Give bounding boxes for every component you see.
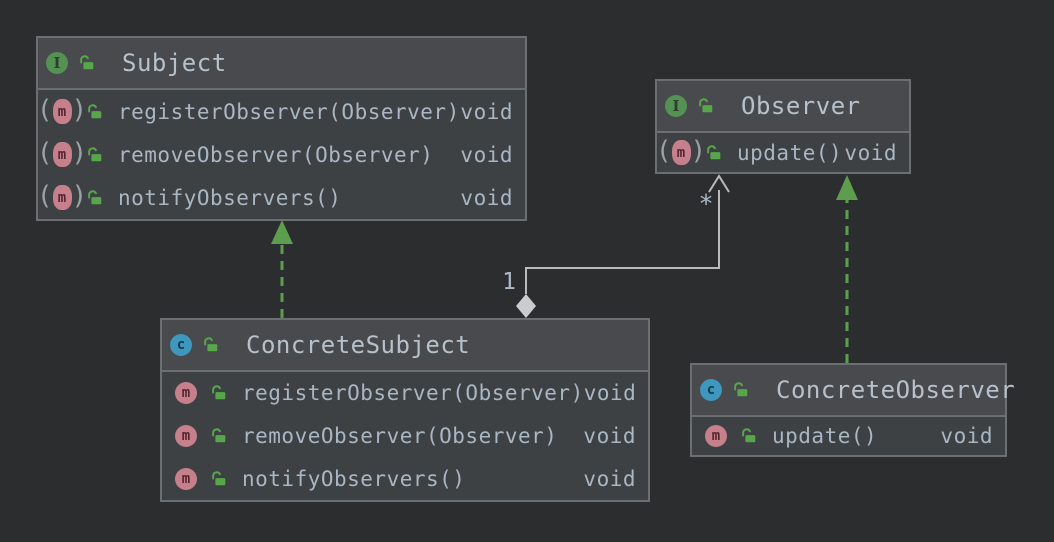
paren-open: ( (36, 94, 53, 125)
abstract-method-icon: ( m ) (37, 183, 87, 211)
class-node-subject[interactable]: I Subject ( m ) registerObserver(Observe… (36, 36, 527, 221)
method-row[interactable]: m update() void (692, 417, 1005, 455)
class-node-concrete-observer[interactable]: c ConcreteObserver m update() void (690, 363, 1015, 457)
method-return-type: void (583, 466, 636, 491)
class-icon: c (700, 379, 722, 401)
unlock-icon (88, 103, 102, 118)
unlock-icon (742, 428, 756, 443)
unlock-icon (707, 144, 721, 159)
paren-open: ( (36, 180, 53, 211)
unlock-icon (80, 55, 94, 70)
method-name: notifyObservers() (242, 466, 466, 491)
method-return-type: void (583, 424, 636, 448)
method-return-type: void (583, 381, 637, 406)
unlock-icon (212, 428, 226, 443)
node-header: I Subject (38, 38, 525, 90)
unlock-icon (88, 189, 102, 204)
method-icon: m (52, 142, 72, 167)
method-name: notifyObservers() (118, 185, 342, 210)
unlock-icon (204, 337, 218, 352)
multiplicity-target-label: * (698, 189, 714, 218)
method-icon: m (168, 382, 204, 405)
method-name: update() (737, 140, 843, 165)
aggregation-diamond-icon (516, 294, 536, 318)
method-name: removeObserver(Observer) (242, 424, 558, 448)
method-row[interactable]: ( m ) removeObserver(Observer) void (37, 133, 525, 176)
method-icon: m (671, 140, 691, 165)
paren-open: ( (655, 135, 672, 166)
method-icon: m (52, 99, 72, 124)
method-icon: m (698, 425, 734, 447)
unlock-icon (734, 382, 748, 397)
unlock-icon (212, 385, 226, 400)
method-icon-circle: m (175, 382, 197, 405)
multiplicity-source-label: 1 (502, 269, 516, 295)
method-icon: m (52, 185, 72, 210)
unlock-icon (212, 471, 226, 485)
method-icon: m (168, 467, 204, 490)
class-icon: c (170, 334, 192, 356)
method-name: removeObserver(Observer) (118, 142, 434, 167)
class-node-concrete-subject[interactable]: c ConcreteSubject m registerObserver(Obs… (160, 318, 650, 502)
realization-arrowhead-icon (836, 175, 858, 200)
paren-close: ) (71, 94, 88, 125)
aggregation-line (525, 190, 720, 294)
method-row[interactable]: m removeObserver(Observer) void (162, 415, 648, 458)
interface-icon: I (46, 52, 68, 74)
paren-close: ) (71, 137, 88, 168)
method-return-type: void (460, 185, 513, 210)
method-name: registerObserver(Observer) (242, 381, 584, 406)
method-name: registerObserver(Observer) (118, 99, 460, 124)
aggregation-edge-concretesubject-observer[interactable] (516, 174, 730, 318)
class-title: Observer (741, 92, 861, 120)
open-arrowhead-icon (708, 174, 730, 193)
class-title: ConcreteSubject (246, 331, 471, 359)
paren-open: ( (36, 137, 53, 168)
method-name: update() (772, 424, 878, 448)
unlock-icon (699, 98, 713, 113)
method-row[interactable]: ( m ) registerObserver(Observer) void (37, 90, 525, 133)
method-return-type: void (844, 140, 897, 165)
abstract-method-icon: ( m ) (656, 138, 706, 166)
realization-edge-concreteobserver-observer[interactable] (836, 175, 858, 363)
method-icon-circle: m (175, 425, 197, 447)
paren-close: ) (690, 135, 707, 166)
method-return-type: void (460, 99, 513, 124)
unlock-icon (88, 146, 102, 161)
method-icon-circle: m (705, 425, 727, 447)
node-header: c ConcreteObserver (692, 365, 1015, 417)
node-header: I Observer (657, 81, 909, 133)
abstract-method-icon: ( m ) (37, 97, 87, 125)
method-row[interactable]: ( m ) update() void (656, 133, 909, 172)
method-row[interactable]: ( m ) notifyObservers() void (37, 176, 525, 219)
paren-close: ) (71, 180, 88, 211)
interface-icon: I (665, 95, 687, 117)
method-row[interactable]: m registerObserver(Observer) void (162, 372, 648, 415)
method-return-type: void (940, 424, 993, 448)
method-row[interactable]: m notifyObservers() void (162, 457, 648, 500)
class-node-observer[interactable]: I Observer ( m ) update() void (655, 79, 911, 174)
method-icon-circle: m (175, 467, 197, 490)
method-icon: m (168, 425, 204, 447)
class-title: Subject (122, 49, 227, 77)
abstract-method-icon: ( m ) (37, 140, 87, 168)
realization-edge-concretesubject-subject[interactable] (271, 220, 293, 318)
realization-arrowhead-icon (271, 220, 293, 244)
class-title: ConcreteObserver (776, 376, 1016, 404)
node-header: c ConcreteSubject (162, 320, 648, 372)
method-return-type: void (460, 142, 513, 167)
